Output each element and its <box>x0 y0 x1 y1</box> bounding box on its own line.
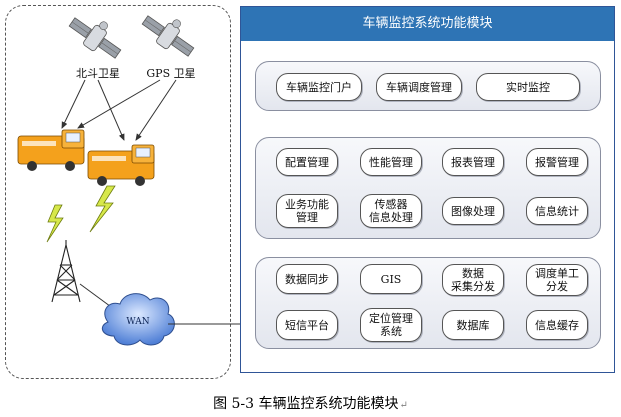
module-group-3: 数据同步 GIS 数据 采集分发 调度单工 分发 短信平台 定位管理 系统 数据… <box>255 257 601 349</box>
antenna-tower-icon <box>51 240 81 303</box>
figure-caption-text: 图 5-3 车辆监控系统功能模块 <box>213 396 399 412</box>
wan-label: WAN <box>126 317 149 327</box>
module-button[interactable]: 信息统计 <box>526 197 588 225</box>
wan-cloud-icon <box>101 293 175 346</box>
module-button[interactable]: 性能管理 <box>360 148 422 176</box>
module-button[interactable]: 调度单工 分发 <box>526 264 588 296</box>
module-button[interactable]: 图像处理 <box>442 197 504 225</box>
module-button[interactable]: 短信平台 <box>276 310 338 340</box>
module-button[interactable]: 定位管理 系统 <box>360 308 422 342</box>
module-button[interactable]: 报警管理 <box>526 148 588 176</box>
gps-satellite-label: GPS 卫星 <box>146 67 195 80</box>
module-panel-title: 车辆监控系统功能模块 <box>241 7 614 41</box>
module-button[interactable]: 数据同步 <box>276 264 338 294</box>
lightning-icon <box>46 204 64 243</box>
figure-caption: 图 5-3 车辆监控系统功能模块↵ <box>0 393 621 413</box>
module-button[interactable]: 车辆调度管理 <box>376 73 462 101</box>
module-button[interactable]: GIS <box>360 264 422 294</box>
paragraph-mark-icon: ↵ <box>399 400 408 411</box>
module-button[interactable]: 配置管理 <box>276 148 338 176</box>
beidou-satellite-icon <box>68 17 122 59</box>
module-button[interactable]: 车辆监控门户 <box>276 73 362 101</box>
module-button[interactable]: 报表管理 <box>442 148 504 176</box>
network-panel <box>5 5 231 379</box>
module-group-2: 配置管理 性能管理 报表管理 报警管理 业务功能 管理 传感器 信息处理 图像处… <box>255 137 601 239</box>
vehicle-icon <box>17 129 85 171</box>
satellite-arrows <box>61 79 177 141</box>
module-button[interactable]: 数据 采集分发 <box>442 264 504 296</box>
module-button[interactable]: 信息缓存 <box>526 310 588 340</box>
module-button[interactable]: 实时监控 <box>476 73 580 101</box>
module-panel: 车辆监控系统功能模块 车辆监控门户 车辆调度管理 实时监控 配置管理 性能管理 … <box>240 6 615 373</box>
vehicle-icon <box>87 144 155 186</box>
gps-satellite-icon <box>141 15 195 57</box>
module-button[interactable]: 数据库 <box>442 310 504 340</box>
module-button[interactable]: 传感器 信息处理 <box>360 194 422 228</box>
beidou-satellite-label: 北斗卫星 <box>76 67 120 80</box>
module-button[interactable]: 业务功能 管理 <box>276 194 338 228</box>
lightning-icon <box>89 185 116 233</box>
module-group-1: 车辆监控门户 车辆调度管理 实时监控 <box>255 61 601 111</box>
